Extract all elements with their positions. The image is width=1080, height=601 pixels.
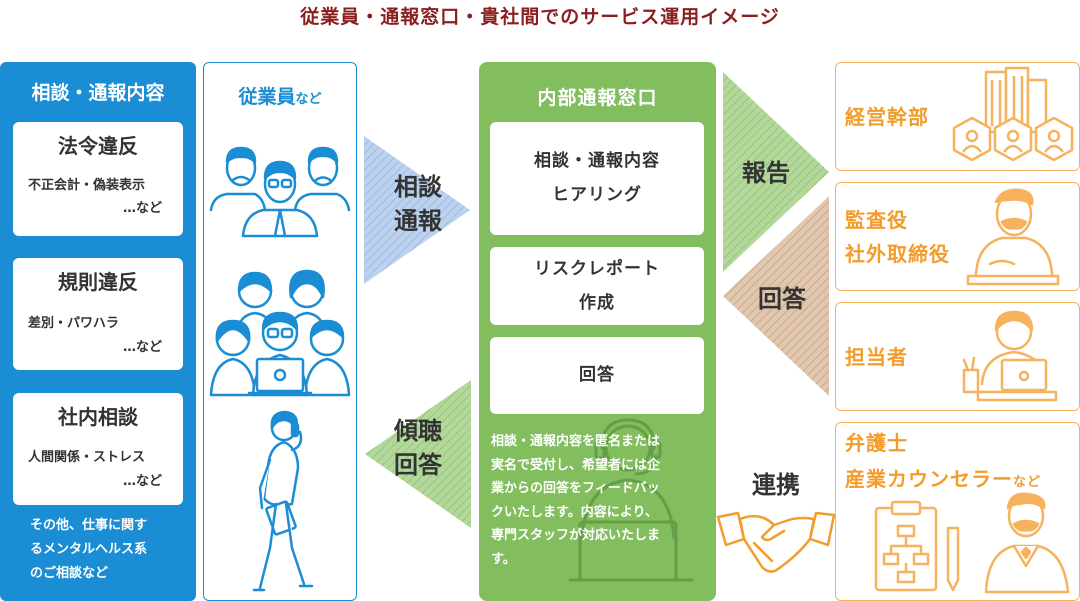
description-line: 専門スタッフが対応いたしま (491, 528, 661, 543)
mustache-man-icon (966, 188, 1060, 286)
report-arrow (723, 72, 829, 272)
lawyer-label: 弁護士 (845, 431, 908, 455)
description-line: 実名で受付し、希望者には企 (491, 457, 661, 473)
internal-consultation-etc: …など (123, 474, 163, 489)
whistleblowing-desk-description: 相談・通報内容を匿名または 実名で受付し、希望者には企 業からの回答をフィードバ… (491, 430, 707, 571)
report-label: 報告 (742, 159, 790, 187)
operator-headset-icon (568, 418, 694, 582)
description-line: 相談・通報内容を匿名または (491, 434, 661, 449)
executives-label: 経営幹部 (845, 105, 929, 129)
other-note-line: その他、仕事に関す (30, 518, 148, 533)
law-violation-etc: …など (123, 201, 163, 216)
office-workers-group-icon (209, 269, 351, 397)
outside-director-label-line: 社外取締役 (845, 242, 950, 266)
clipboard-chart-icon (874, 500, 960, 592)
businessman-laptop-icon (962, 310, 1058, 402)
description-line: クいたします。内容により、 (491, 504, 658, 520)
listen-answer-label: 傾聴 回答 (372, 414, 464, 482)
internal-consultation-title: 社内相談 (58, 405, 138, 429)
consult-report-label: 相談 通報 (372, 170, 464, 238)
page-title: 従業員・通報窓口・貴社間でのサービス運用イメージ (300, 6, 780, 28)
other-note-line: るメンタルヘルス系 (30, 542, 148, 557)
answer-label: 回答 (758, 285, 806, 313)
rule-violation-etc: …など (123, 340, 163, 355)
whistleblowing-desk-heading: 内部通報窓口 (537, 87, 658, 109)
law-violation-examples: 不正会計・偽装表示 (28, 178, 146, 193)
risk-report-card: リスクレポート 作成 (490, 247, 704, 325)
listen-answer-arrow (365, 380, 471, 528)
report-label-line: 通報 (394, 207, 442, 235)
building-org-chart-icon (952, 66, 1074, 162)
rule-violation-card: 規則違反 差別・パワハラ …など (13, 258, 183, 370)
internal-consultation-card: 社内相談 人間関係・ストレス …など (13, 393, 183, 505)
rule-violation-title: 規則違反 (58, 270, 138, 294)
other-note-line: のご相談など (30, 566, 109, 581)
business-people-group-icon (209, 146, 351, 238)
hearing-card-line: 相談・通報内容 (534, 151, 660, 171)
law-violation-title: 法令違反 (58, 134, 138, 158)
handshake-icon (716, 511, 836, 573)
cooperation-label: 連携 (752, 471, 800, 499)
description-line: す。 (491, 551, 516, 567)
description-line: 業からの回答をフィードバッ (491, 481, 660, 496)
hearing-card-line: ヒアリング (552, 185, 642, 205)
employees-heading: 従業員など (238, 86, 322, 108)
other-consultation-note: その他、仕事に関す るメンタルヘルス系 のご相談など (30, 514, 190, 586)
consult-label-line: 相談 (394, 173, 442, 201)
walking-woman-phone-icon (252, 410, 314, 592)
counselor-label: 産業カウンセラーなど (845, 467, 1042, 491)
lawyer-icon (984, 492, 1070, 594)
listen-label-line: 傾聴 (394, 417, 442, 445)
consult-report-arrow (364, 136, 470, 284)
staff-label: 担当者 (845, 345, 908, 369)
risk-report-line: 作成 (579, 293, 615, 313)
internal-consultation-examples: 人間関係・ストレス (28, 450, 146, 465)
answer-label-line: 回答 (394, 451, 442, 479)
hearing-card: 相談・通報内容 ヒアリング (490, 122, 704, 235)
answer-arrow (723, 196, 829, 396)
answer-card: 回答 (490, 337, 704, 414)
consultation-content-heading: 相談・通報内容 (31, 82, 165, 104)
auditor-label-line: 監査役 (845, 208, 908, 232)
rule-violation-examples: 差別・パワハラ (28, 316, 119, 331)
auditors-label: 監査役 社外取締役 (845, 203, 950, 271)
risk-report-line: リスクレポート (534, 259, 660, 279)
law-violation-card: 法令違反 不正会計・偽装表示 …など (13, 122, 183, 236)
